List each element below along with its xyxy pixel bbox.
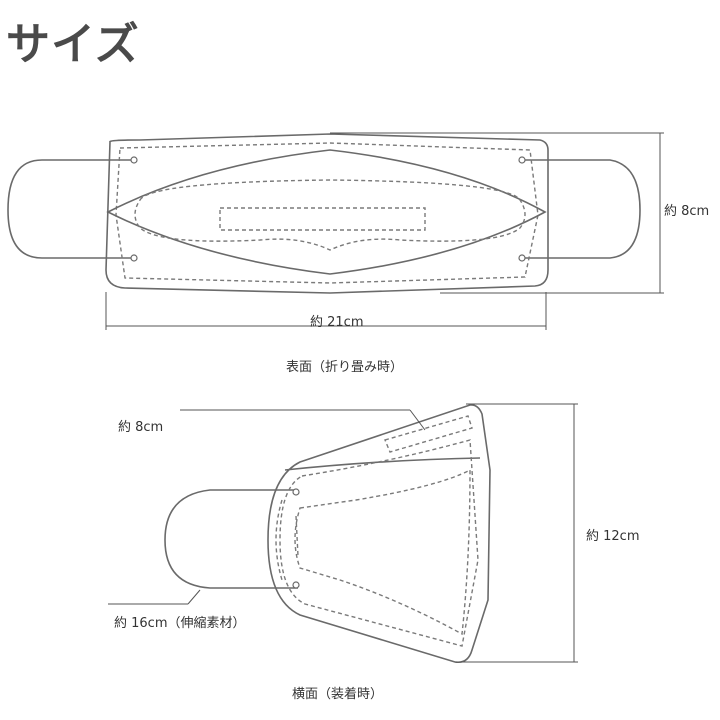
side-strap-dot-bottom <box>292 581 300 589</box>
front-strap-dot-tr <box>518 156 526 164</box>
side-strap-leader-slant <box>187 589 201 605</box>
side-nose-wire <box>384 415 473 453</box>
front-view-mask <box>7 133 641 294</box>
side-strap-label: 約 16cm（伸縮素材） <box>114 616 246 631</box>
page-title: サイズ <box>6 19 140 70</box>
side-top-leader-slant <box>409 409 426 431</box>
front-height-label: 約 8cm <box>664 204 710 219</box>
front-dash-outer <box>115 142 539 284</box>
front-strap-dot-bl <box>130 254 138 262</box>
front-center-label-box <box>219 207 426 231</box>
front-inner-pad <box>134 179 526 251</box>
side-dash-inner <box>294 468 471 636</box>
side-mask-body <box>267 404 491 664</box>
front-width-label: 約 21cm <box>310 315 364 330</box>
front-fold-seam <box>106 149 547 275</box>
front-mask-body <box>105 133 549 294</box>
right-ear-loop <box>525 159 641 259</box>
front-strap-dot-tl <box>130 156 138 164</box>
side-left-pleat <box>275 499 299 581</box>
front-dimensions <box>105 132 664 330</box>
side-ear-loop <box>164 489 298 589</box>
side-dimensions <box>108 403 578 663</box>
front-caption: 表面（折り畳み時） <box>286 360 404 375</box>
side-view-mask <box>164 404 491 664</box>
side-strap-dot-top <box>292 488 300 496</box>
side-dash-outer <box>279 439 479 647</box>
side-caption: 横面（装着時） <box>292 687 384 702</box>
left-ear-loop <box>7 159 135 259</box>
side-height-label: 約 12cm <box>586 529 640 544</box>
side-top-label: 約 8cm <box>118 420 164 435</box>
front-strap-dot-br <box>518 254 526 262</box>
side-pleat-line <box>284 457 481 471</box>
